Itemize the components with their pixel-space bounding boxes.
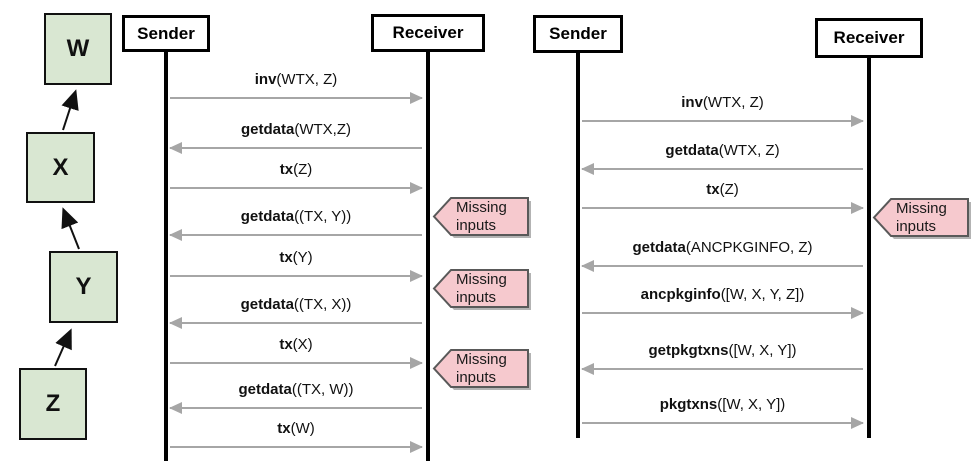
seq2-msg2-label: tx(Z) — [582, 180, 863, 200]
seq2-msg6-label: pkgtxns([W, X, Y]) — [582, 395, 863, 415]
seq1-sender-box: Sender — [122, 15, 210, 52]
seq2-msg5-arrow-left-icon — [581, 363, 863, 375]
missing-inputs-text: Missing inputs — [456, 199, 507, 234]
msg-name: inv — [254, 71, 277, 88]
seq2-sender-lifeline — [576, 53, 580, 438]
msg-args: (Y) — [292, 249, 313, 266]
annotation-pentagon-icon — [432, 269, 531, 310]
msg-args: (WTX, Z) — [276, 71, 338, 88]
msg-args: (W) — [290, 420, 315, 437]
msg-name: getdata — [665, 142, 719, 159]
seq2-sender-box: Sender — [533, 15, 623, 53]
tx-node-x: X — [26, 132, 95, 203]
seq2-receiver-box: Receiver — [815, 18, 923, 58]
seq1-msg7-label: getdata((TX, W)) — [170, 380, 422, 400]
tx-node-z: Z — [19, 368, 87, 440]
seq1-msg0-label: inv(WTX, Z) — [170, 70, 422, 90]
seq1-missing-inputs-tag-3: Missing inputs — [431, 348, 533, 392]
seq1-missing-inputs-tag-2: Missing inputs — [431, 268, 533, 312]
seq1-msg4-label: tx(Y) — [170, 248, 422, 268]
annotation-pentagon-icon — [432, 197, 531, 238]
msg-name: getdata — [240, 296, 294, 313]
msg-args: ((TX, W)) — [291, 381, 354, 398]
seq1-msg8-label: tx(W) — [170, 419, 422, 439]
seq1-msg6-label: tx(X) — [170, 335, 422, 355]
seq2-msg3-arrow-left-icon — [581, 260, 863, 272]
msg-name: tx — [277, 420, 291, 437]
seq1-msg8-arrow-right-icon — [170, 441, 423, 453]
seq1-sender-lifeline — [164, 52, 168, 461]
missing-inputs-text: Missing inputs — [456, 271, 507, 306]
msg-name: pkgtxns — [659, 396, 718, 413]
annotation-pentagon-icon — [872, 198, 971, 239]
seq1-msg1-label: getdata(WTX,Z) — [170, 120, 422, 140]
missing-inputs-text: Missing inputs — [456, 351, 507, 386]
msg-name: tx — [279, 336, 293, 353]
msg-args: ([W, X, Y]) — [728, 342, 797, 359]
annotation-pentagon-icon — [432, 349, 531, 390]
seq1-missing-inputs-tag-1: Missing inputs — [431, 196, 533, 240]
seq2-receiver-lifeline — [867, 58, 871, 438]
dependency-arrows — [54, 89, 80, 367]
seq1-msg1-arrow-left-icon — [169, 142, 422, 154]
msg-args: (ANCPKGINFO, Z) — [685, 239, 813, 256]
msg-name: ancpkginfo — [640, 286, 721, 303]
seq2-msg0-arrow-right-icon — [582, 115, 864, 127]
seq1-msg6-arrow-right-icon — [170, 357, 423, 369]
seq2-msg3-label: getdata(ANCPKGINFO, Z) — [582, 238, 863, 258]
seq2-msg4-arrow-right-icon — [582, 307, 864, 319]
seq2-msg1-arrow-left-icon — [581, 163, 863, 175]
tx-node-w: W — [44, 13, 112, 85]
msg-name: getdata — [241, 121, 295, 138]
msg-args: (X) — [292, 336, 313, 353]
msg-args: (Z) — [293, 161, 313, 178]
msg-name: inv — [681, 94, 703, 111]
missing-inputs-text: Missing inputs — [896, 200, 947, 235]
seq1-msg2-label: tx(Z) — [170, 160, 422, 180]
seq1-msg4-arrow-right-icon — [170, 270, 423, 282]
seq2-msg5-label: getpkgtxns([W, X, Y]) — [582, 341, 863, 361]
msg-name: tx — [706, 181, 720, 198]
seq2-msg4-label: ancpkginfo([W, X, Y, Z]) — [582, 285, 863, 305]
msg-args: ((TX, X)) — [293, 296, 352, 313]
seq1-msg5-label: getdata((TX, X)) — [170, 295, 422, 315]
seq1-receiver-lifeline — [426, 52, 430, 461]
seq1-receiver-box: Receiver — [371, 14, 485, 52]
msg-args: ((TX, Y)) — [294, 208, 352, 225]
seq1-msg3-arrow-left-icon — [169, 229, 422, 241]
msg-args: (WTX, Z) — [702, 94, 764, 111]
msg-name: tx — [279, 249, 293, 266]
tx-node-y: Y — [49, 251, 118, 323]
msg-name: getdata — [240, 208, 295, 225]
seq2-msg0-label: inv(WTX, Z) — [582, 93, 863, 113]
seq1-msg7-arrow-left-icon — [169, 402, 422, 414]
arrow-x-to-w-icon — [61, 89, 79, 131]
msg-args: (WTX, Z) — [718, 142, 780, 159]
seq2-missing-inputs-tag-1: Missing inputs — [871, 197, 972, 241]
msg-args: (WTX,Z) — [294, 121, 351, 138]
seq2-msg1-label: getdata(WTX, Z) — [582, 141, 863, 161]
seq1-msg0-arrow-right-icon — [170, 92, 423, 104]
arrow-y-to-x-icon — [61, 207, 80, 250]
arrow-z-to-y-icon — [54, 328, 72, 367]
seq1-msg3-label: getdata((TX, Y)) — [170, 207, 422, 227]
seq1-msg5-arrow-left-icon — [169, 317, 422, 329]
seq2-msg2-arrow-right-icon — [582, 202, 864, 214]
msg-name: getdata — [238, 381, 292, 398]
msg-name: getdata — [632, 239, 686, 256]
msg-args: ([W, X, Y]) — [717, 396, 786, 413]
seq2-msg6-arrow-right-icon — [582, 417, 864, 429]
seq1-msg2-arrow-right-icon — [170, 182, 423, 194]
msg-name: tx — [279, 161, 294, 178]
msg-name: getpkgtxns — [648, 342, 729, 359]
msg-args: ([W, X, Y, Z]) — [720, 286, 805, 303]
msg-args: (Z) — [719, 181, 739, 198]
